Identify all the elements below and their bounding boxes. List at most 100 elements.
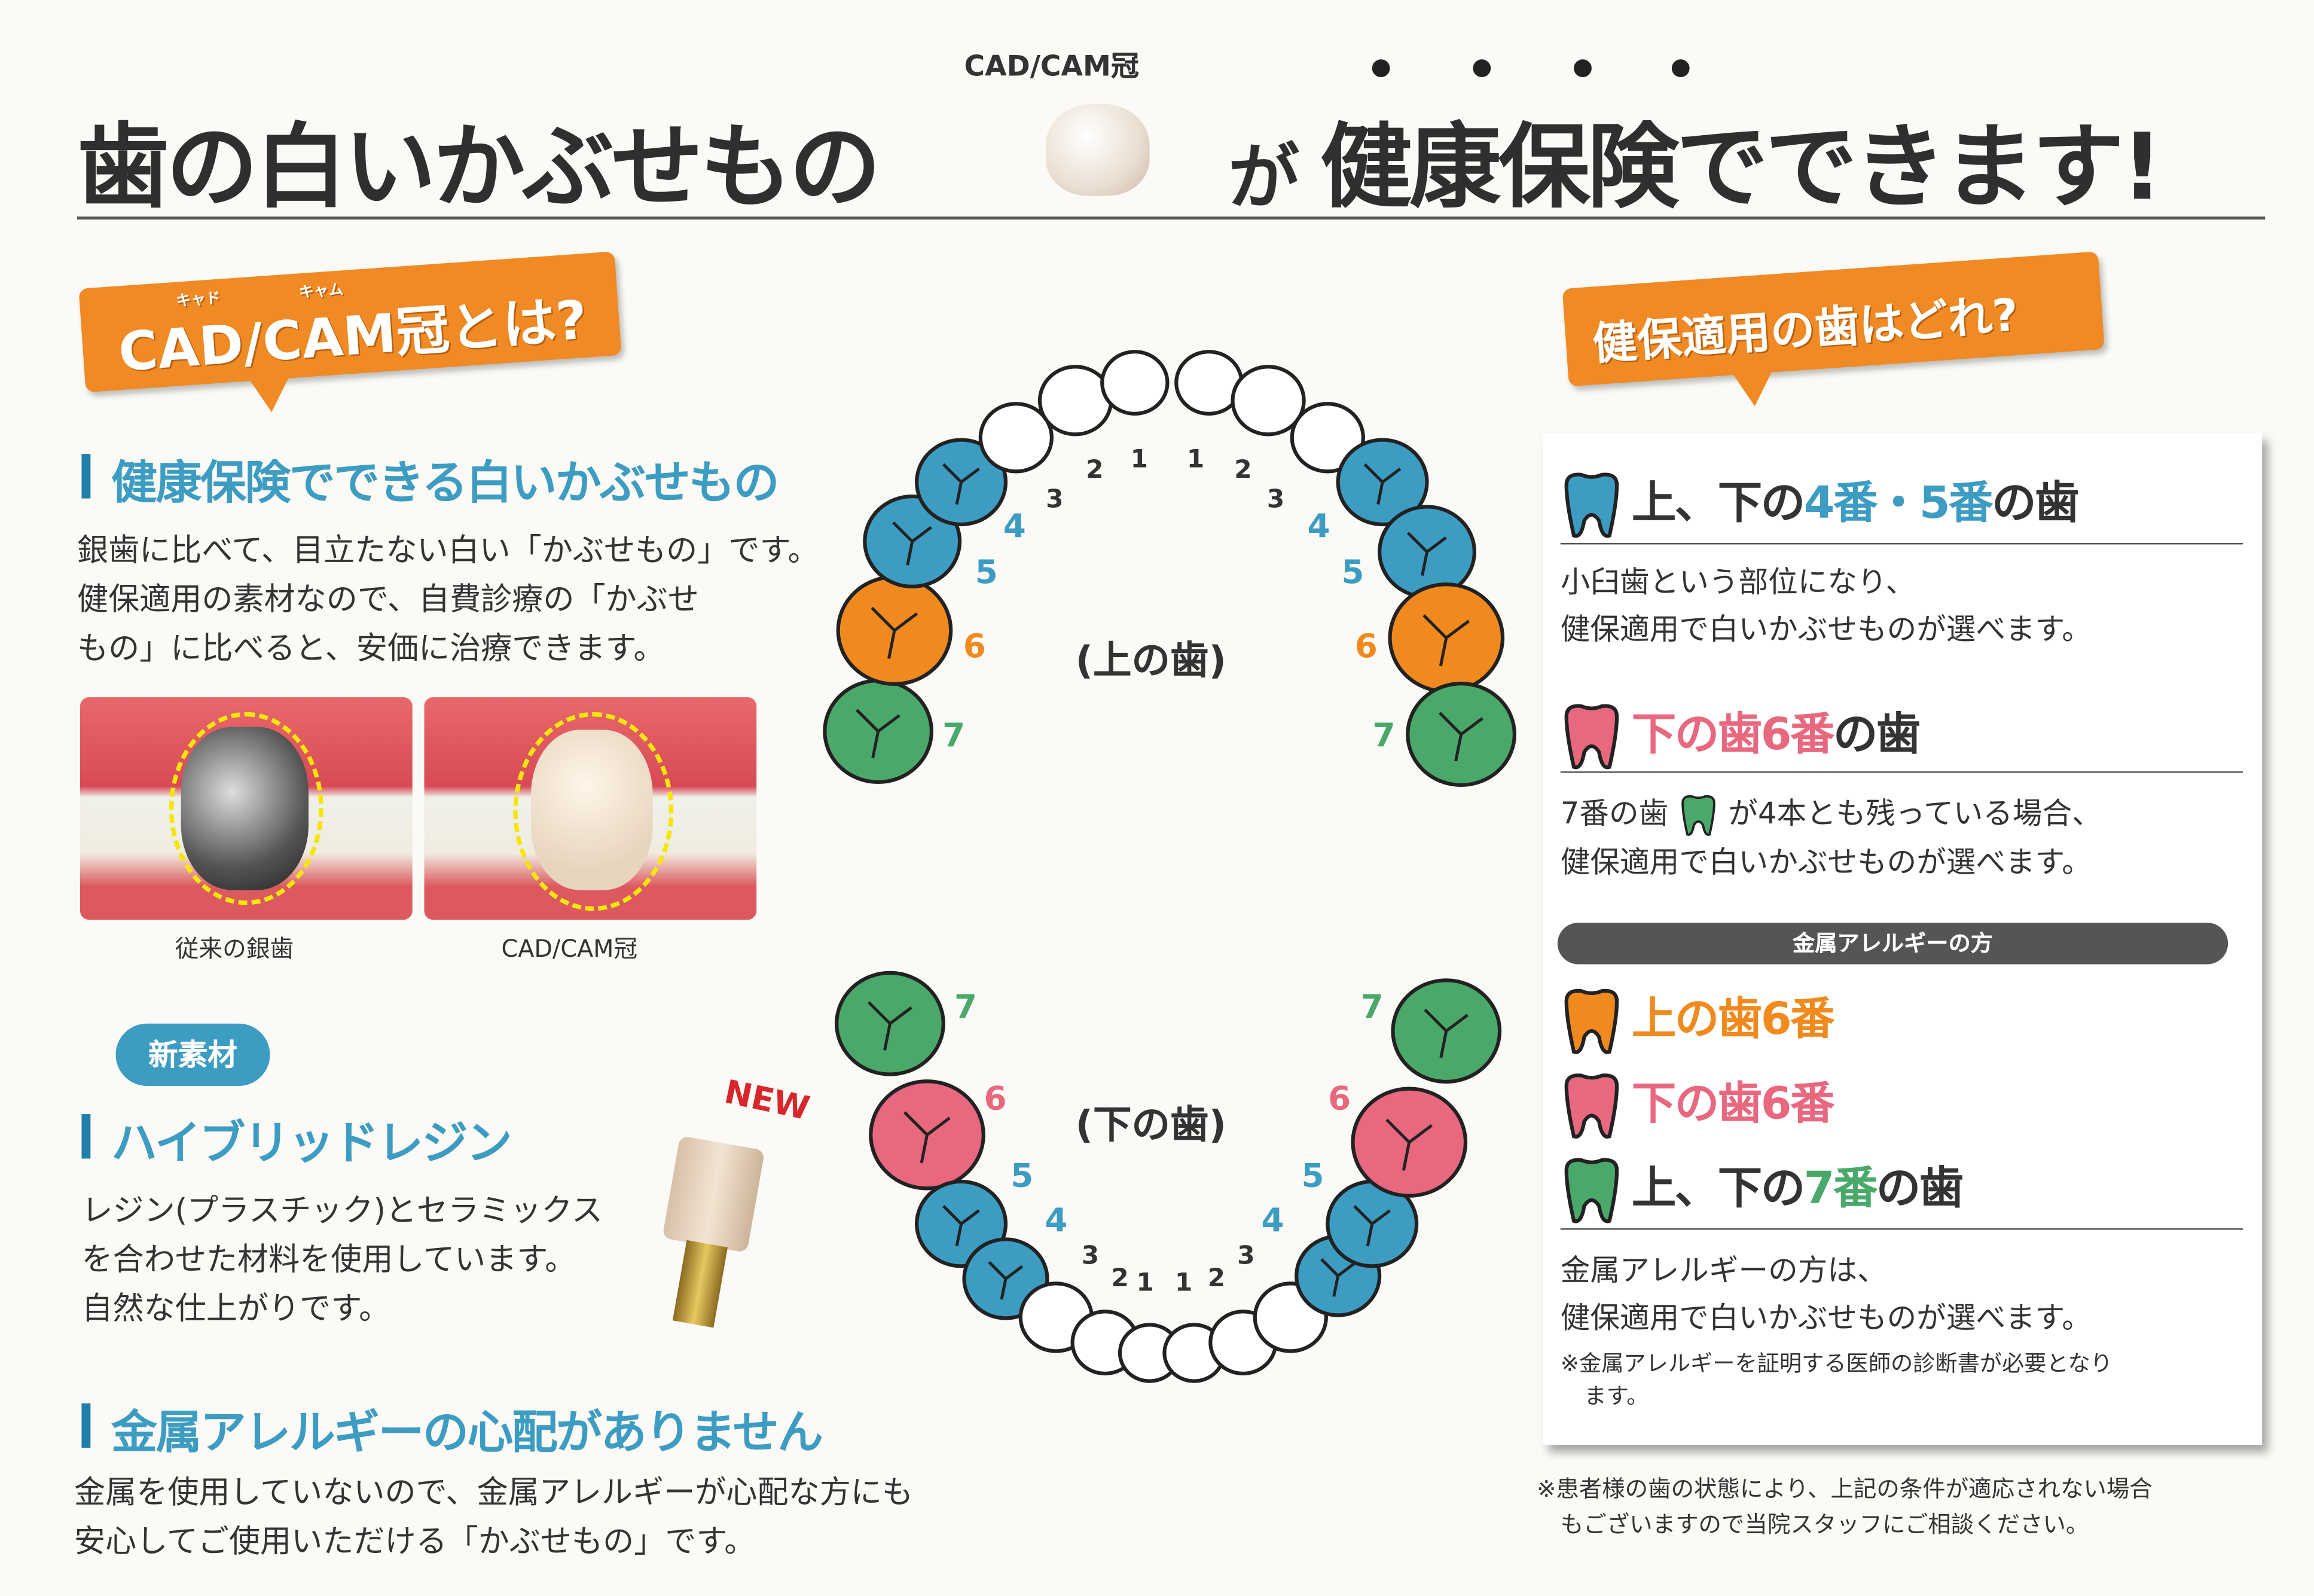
tooth-number: 1 [1137,1267,1154,1296]
divider [1560,1228,2243,1230]
item2-body: 7番の歯 が4本とも残っている場合、 健保適用で白いかぶせものが選べます。 [1561,789,2102,885]
green-tooth-icon [1564,1157,1619,1223]
allergy-item-7: 上、下の7番の歯 [1561,1151,1964,1226]
footnote: ※患者様の歯の状態により、上記の条件が適応されない場合 もございますので当院スタ… [1537,1472,2153,1543]
tooth-groove [903,1111,951,1164]
insurance-panel: 上、下の4番・5番の歯 小臼歯という部位になり、 健保適用で白いかぶせものが選べ… [1543,433,2263,1445]
new-material-badge: 新素材 [115,1023,270,1086]
tooth-number: 6 [1328,1079,1351,1118]
tooth-number: 2 [1086,454,1103,484]
allergy-bar: 金属アレルギーの方 [1557,923,2228,965]
crown-image [1045,103,1150,196]
text: が4本とも残っている場合、 [1728,795,2102,831]
tooth-number: 7 [1373,716,1396,754]
tooth-number: 3 [1046,484,1063,513]
tooth-number: 2 [1208,1263,1225,1292]
tooth-groove [942,463,980,505]
tooth-number: 1 [1175,1267,1192,1296]
text-line: 金属を使用していないので、金属アレルギーが心配な方にも [74,1474,914,1510]
text-line: 小臼歯という部位になり、 [1560,563,1916,600]
section3-body: 金属を使用していないので、金属アレルギーが心配な方にも 安心してご使用いただける… [74,1469,913,1567]
tooth-number: 2 [1111,1263,1128,1292]
text-line: レジン(プラスチック)とセラミックス [81,1192,603,1229]
tooth-number: 1 [1187,444,1204,473]
tooth-upper-left-3 [978,402,1054,474]
text-line: を合わせた材料を使用しています。 [81,1241,576,1277]
tooth-upper-right-2 [1231,365,1306,437]
tooth-groove [1320,1258,1356,1297]
tooth-groove [1385,1118,1433,1171]
text-line: 自然な仕上がりです。 [81,1290,390,1326]
allergy-item-lower6: 下の歯6番 [1561,1067,1835,1142]
tooth-groove [1363,463,1402,505]
text-line: もの」に比べると、安価に治療できます。 [77,630,665,666]
tooth-upper-left-2 [1037,365,1113,437]
tooth-number: 7 [942,716,965,754]
cadcam-crown-photo [424,697,757,920]
item1-heading: 上、下の4番・5番の歯 [1561,466,2079,541]
tooth-upper-left-1 [1100,350,1170,416]
text: 上の歯6番 [1631,994,1835,1046]
text: 下の歯6番 [1631,1078,1835,1131]
tooth-groove [1353,1205,1391,1247]
text: の歯 [1876,1162,1964,1215]
tooth-number: 3 [1237,1241,1254,1270]
lower-teeth-label: (下の歯) [1075,1103,1227,1149]
tooth-number: 3 [1082,1241,1099,1270]
tooth-number: 5 [1302,1156,1324,1195]
text-line: ※患者様の歯の状態により、上記の条件が適応されない場合 [1537,1476,2153,1503]
headline-part3: 健康保険でできます! [1320,112,2163,221]
text: 7番の歯 [1560,795,1669,831]
tooth-groove [1424,1008,1469,1058]
tooth-groove [988,1261,1024,1300]
divider [1560,542,2243,545]
header-divider [77,216,2266,219]
tooth-upper-right-3 [1290,402,1365,474]
text-line: 銀歯に比べて、目立たない白い「かぶせもの」です。 [77,532,819,569]
pink-tooth-icon [1564,703,1619,769]
orange-tooth-icon [1564,988,1619,1054]
allergy-item-upper6: 上の歯6番 [1561,982,1835,1057]
crown-label: CAD/CAM冠 [964,50,1140,83]
text-line: 安心してご使用いただける「かぶせもの」です。 [74,1523,756,1560]
divider [1560,771,2243,773]
tooth-groove [1422,614,1470,667]
tooth-number: 1 [1131,444,1148,473]
section2-body: レジン(プラスチック)とセラミックス を合わせた材料を使用しています。 自然な仕… [81,1187,603,1334]
section2-title: ハイブリッドレジン [81,1105,512,1172]
headline-part1: 歯の白いかぶせもの [77,112,881,221]
highlight: 4番・5番 [1803,477,1994,530]
tooth-number: 4 [1262,1201,1284,1239]
text-line: ます。 [1584,1383,1649,1409]
text-line: 健保適用で白いかぶせものが選べます。 [1560,1299,2092,1335]
section1-title: 健康保険でできる白いかぶせもの [81,445,779,512]
text: 上、下の [1631,477,1805,530]
text-line: もございますので当院スタッフにご相談ください。 [1560,1511,2089,1539]
text: の歯 [1992,477,2079,530]
tooth-number: 5 [975,553,998,591]
highlight: 7番 [1803,1162,1878,1215]
item1-body: 小臼歯という部位になり、 健保適用で白いかぶせものが選べます。 [1561,558,2092,653]
silver-crown-photo [80,697,413,920]
item2-heading: 下の歯6番の歯 [1561,697,1921,772]
green-tooth-icon [1681,794,1716,835]
tooth-number: 4 [1307,506,1330,545]
section1-body: 銀歯に比べて、目立たない白い「かぶせもの」です。 健保適用の素材なので、自費診療… [77,527,819,674]
headline-part2: が [1228,136,1299,220]
tooth-number: 6 [984,1079,1007,1118]
tooth-number: 5 [1011,1156,1033,1195]
highlight: 下の歯6番 [1631,709,1835,761]
tooth-number: 2 [1234,454,1251,484]
text: 上、下の [1631,1162,1805,1215]
tooth-number: 4 [1003,506,1026,545]
tooth-number: 5 [1342,553,1364,591]
pink-tooth-icon [1564,1072,1619,1138]
allergy-note: ※金属アレルギーを証明する医師の診断書が必要となり ます。 [1561,1347,2112,1412]
photo2-caption: CAD/CAM冠 [501,934,638,963]
tooth-groove [1407,532,1447,576]
allergy-body: 金属アレルギーの方は、 健保適用で白いかぶせものが選べます。 [1561,1246,2092,1341]
text-line: ※金属アレルギーを証明する医師の診断書が必要となり [1560,1350,2112,1377]
photo1-caption: 従来の銀歯 [175,934,294,963]
